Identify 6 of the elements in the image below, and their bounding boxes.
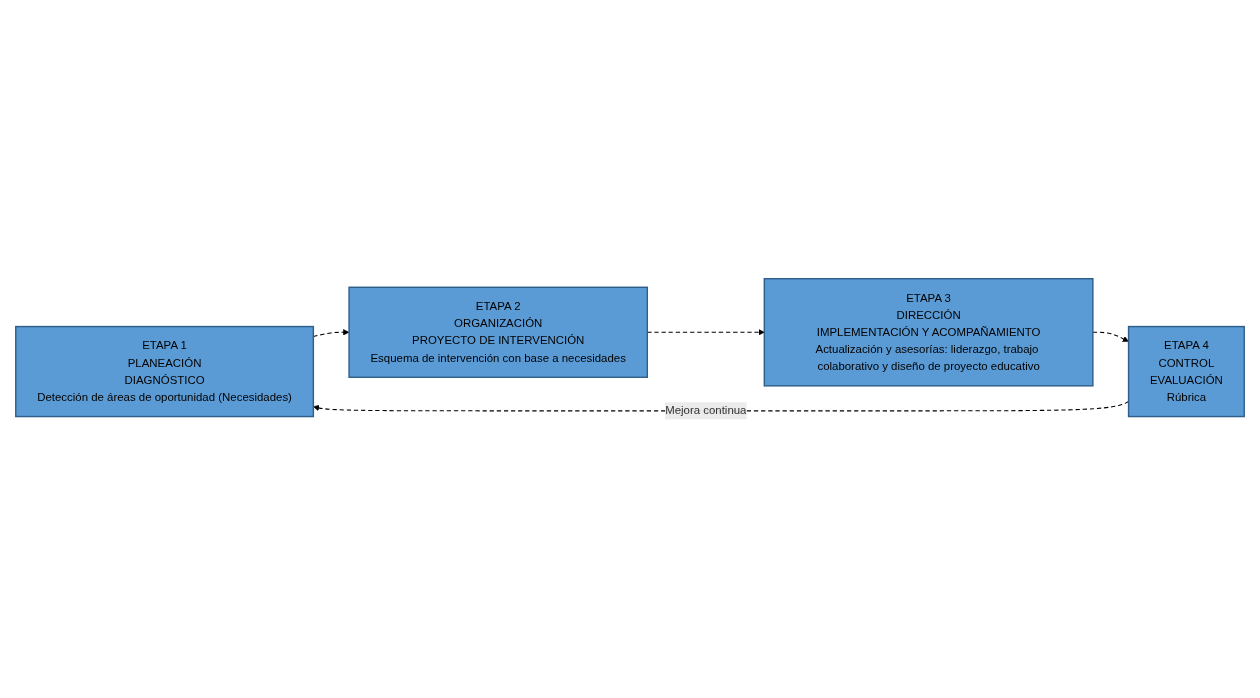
node-box (1127, 325, 1245, 418)
node-box (763, 277, 1094, 387)
node-box (348, 286, 648, 378)
node-box (15, 325, 315, 418)
stage-flowchart: Mejora continua ETAPA 1 PLANEACIÓN DIAGNÓSTICO Detección de áreas de oportunidad (Necesidades) ETAPA 2 ORGANIZACIÓN PROYECTO DE INTERVENCIÓN Esquema de intervención con base a necesidades ETAPA 3 DIRECCIÓN IMPLEMENTACIÓN Y ACOMPAÑAMIENTO Actualización y asesorías: liderazgo, trabajo colaborativo y diseño de proyecto educativo ETAPA 4 CONTROL EVALUACIÓN Rúbrica (10, 272, 1250, 426)
arrow (1092, 331, 1129, 342)
